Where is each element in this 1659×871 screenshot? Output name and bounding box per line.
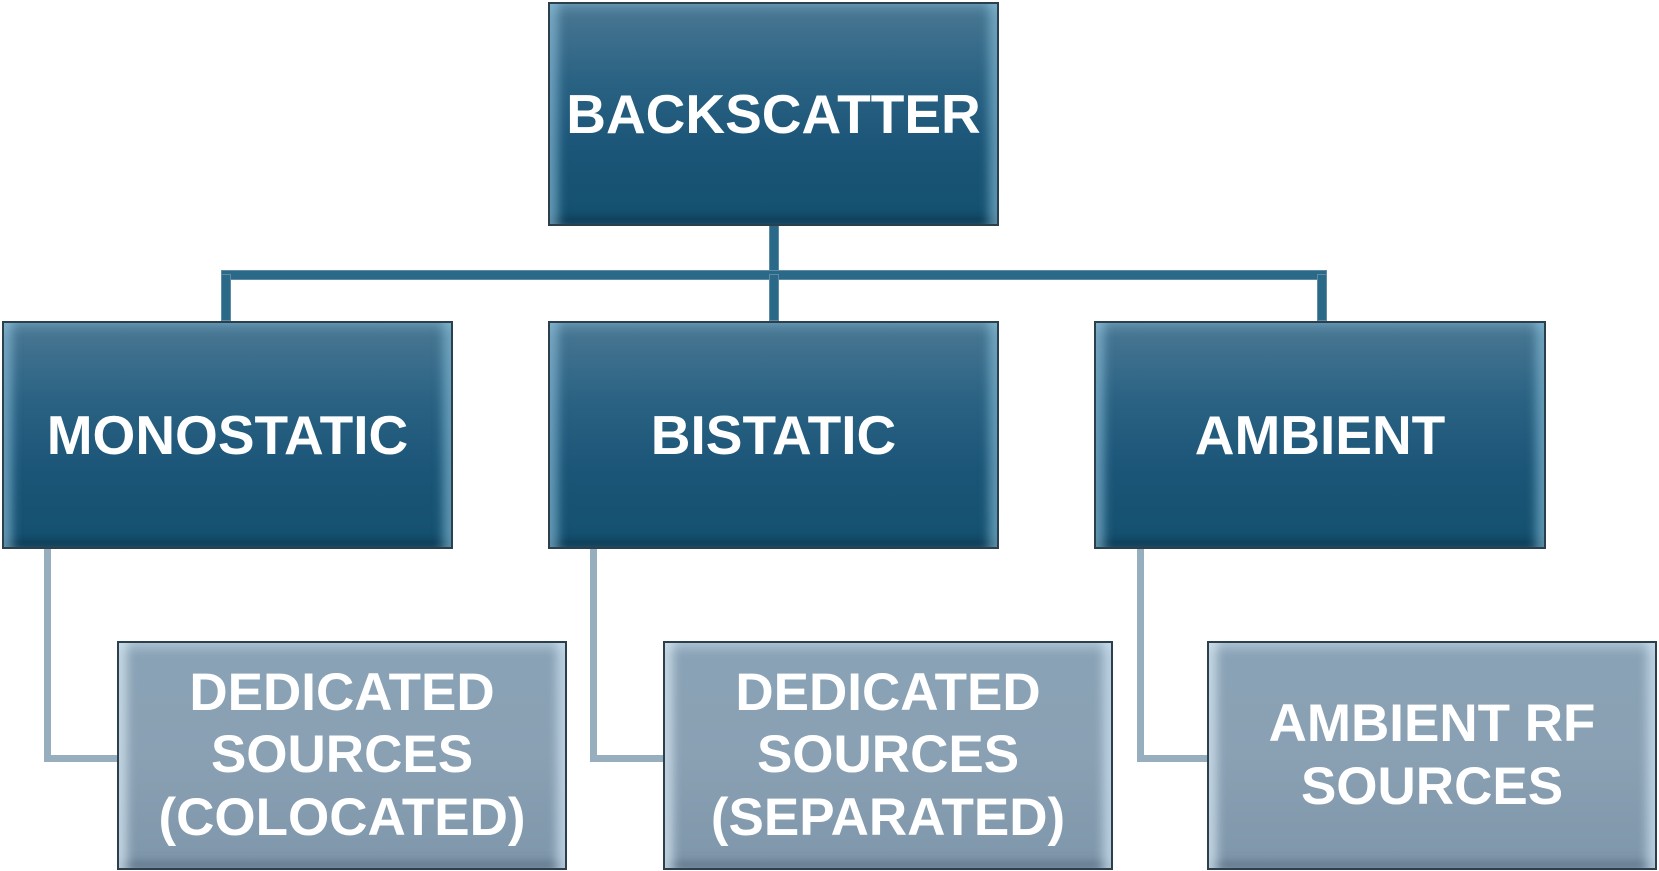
connector-monostatic-horizontal [44,755,118,762]
node-label: BACKSCATTER [566,82,981,145]
connector-root-trunk [770,226,778,275]
node-label: BISTATIC [650,403,897,466]
connector-ambient-horizontal [1137,755,1211,762]
node-label: DEDICATED SOURCES (COLOCATED) [158,662,526,847]
connector-drop-ambient [1318,275,1326,320]
node-label: AMBIENT [1194,403,1446,466]
node-bistatic: BISTATIC [548,321,999,549]
node-dedicated-colocated: DEDICATED SOURCES (COLOCATED) [117,641,567,870]
connector-monostatic-vertical [44,549,51,761]
node-dedicated-separated: DEDICATED SOURCES (SEPARATED) [663,641,1113,870]
connector-bistatic-horizontal [590,755,664,762]
node-backscatter: BACKSCATTER [548,2,999,226]
node-label: MONOSTATIC [46,403,409,466]
node-ambient-rf-sources: AMBIENT RF SOURCES [1207,641,1657,870]
node-ambient: AMBIENT [1094,321,1546,549]
connector-drop-bistatic [770,275,778,320]
node-label: DEDICATED SOURCES (SEPARATED) [710,662,1066,847]
connector-ambient-vertical [1137,549,1144,761]
node-monostatic: MONOSTATIC [2,321,453,549]
connector-bistatic-vertical [590,549,597,761]
node-label: AMBIENT RF SOURCES [1268,693,1596,816]
connector-drop-monostatic [222,275,230,320]
